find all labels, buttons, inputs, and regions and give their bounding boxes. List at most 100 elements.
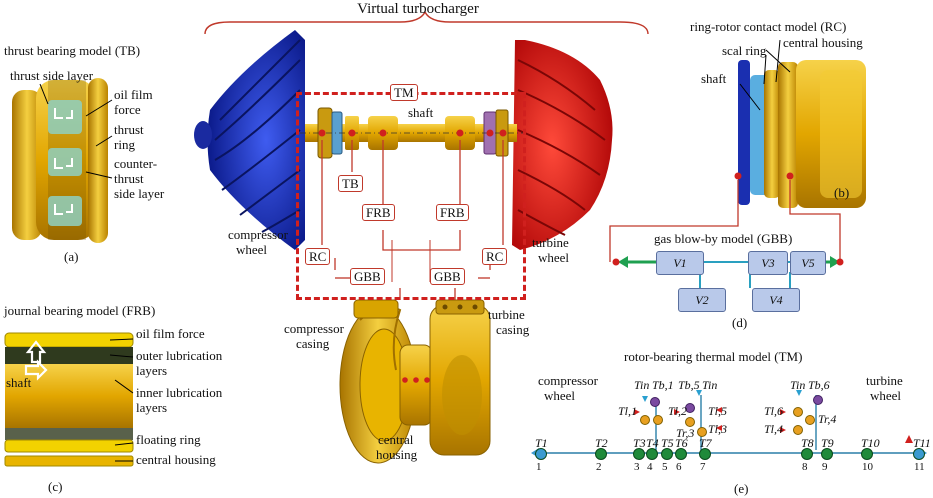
thermal-node-11 [913,448,925,460]
tr4-label: Tr,4 [818,412,837,426]
tb5-label: Tb,5 [678,378,700,392]
shaft-illustration [300,107,525,159]
central-housing-illustration [399,344,433,426]
thermal-node-number-7: 7 [700,461,706,473]
thermal-node-number-4: 4 [647,461,653,473]
panel-c-caption: (c) [48,479,63,494]
compressor-wheel-e-label-1: compressor [538,373,598,388]
panel-a-title: thrust bearing model (TB) [4,43,141,58]
panel-b-title: ring-rotor contact model (RC) [690,19,847,34]
thermal-node-temp-label-2: T2 [595,436,608,450]
counter-thrust-label-3: side layer [114,186,165,201]
counter-thrust-label-1: counter- [114,156,158,171]
tin-label-2: Tin [702,378,718,392]
counter-thrust-label-2: thrust [114,171,144,186]
thermal-node-temp-label-4: T4 [646,436,659,450]
thermal-node-10 [861,448,873,460]
tl2-label: Tl,2 [668,404,688,418]
thermal-node-number-5: 5 [662,461,668,473]
thermal-node-4 [646,448,658,460]
compressor-wheel-illustration [194,30,305,250]
thermal-node-temp-label-11: T11 [913,436,931,450]
thermal-node-temp-label-8: T8 [801,436,814,450]
journal-bearing-illustration [4,332,134,467]
frb-label-right: FRB [436,204,469,221]
thermal-network-markers [531,390,927,458]
thrust-ring-label-2: ring [114,137,135,152]
virtual-turbocharger-brace [204,10,649,35]
tb-label: TB [338,175,363,192]
tb1-label: Tb,1 [652,378,674,392]
gbb-label-left: GBB [350,268,385,285]
tl3-label: Tl,3 [708,422,728,436]
turbine-casing-illustration [429,299,491,456]
tl4-label: Tl,4 [764,422,784,436]
volume-v5: V5 [790,251,826,275]
oil-film-force-label: oil film force [136,326,205,341]
compressor-wheel-label-2: wheel [236,242,268,257]
thermal-node-number-1: 1 [536,461,542,473]
inner-lubrication-label-2: layers [136,400,168,415]
turbine-wheel-e-label-2: wheel [870,388,902,403]
thermal-node-8 [801,448,813,460]
thermal-node-number-8: 8 [802,461,808,473]
inner-lubrication-label-1: inner lubrication [136,385,223,400]
thermal-node-7 [699,448,711,460]
tin-label-3: Tin [790,378,806,392]
thermal-node-temp-label-6: T6 [675,436,688,450]
thrust-side-layer-label: thrust side layer [10,68,94,83]
turbine-wheel-e-label-1: turbine [866,373,903,388]
outer-lubrication-label-2: layers [136,363,168,378]
shaft-b-label: shaft [701,71,727,86]
compressor-wheel-e-label-2: wheel [544,388,576,403]
outer-lubrication-label-1: outer lubrication [136,348,223,363]
thermal-node-6 [675,448,687,460]
compressor-casing-illustration [339,299,417,464]
gbb-label-right: GBB [430,268,465,285]
turbine-casing-label-2: casing [496,322,530,337]
thermal-node-temp-label-7: T7 [699,436,712,450]
thrust-ring-label-1: thrust [114,122,144,137]
thermal-node-number-9: 9 [822,461,828,473]
scal-ring-label: scal ring [722,43,767,58]
tin-label-1: Tin [634,378,650,392]
shaft-c-label: shaft [6,375,32,390]
turbine-casing-label-1: turbine [488,307,525,322]
rc-label-right: RC [482,248,508,265]
force-label: force [114,102,141,117]
tr3-label: Tr,3 [676,426,695,440]
thermal-node-number-2: 2 [596,461,602,473]
thermal-node-temp-label-9: T9 [821,436,834,450]
turbine-wheel-label-2: wheel [538,250,570,265]
panel-c-title: journal bearing model (FRB) [4,303,156,318]
thermal-node-9 [821,448,833,460]
panel-d-caption: (d) [732,315,748,330]
turbine-wheel-label-1: turbine [532,235,569,250]
ring-rotor-contact-illustration [609,39,866,262]
volume-v1: V1 [656,251,704,275]
thermal-node-temp-label-5: T5 [661,436,674,450]
thermal-node-2 [595,448,607,460]
turbine-wheel-illustration [512,40,613,250]
thermal-node-number-10: 10 [862,461,873,473]
tl1-label: Tl,1 [618,404,638,418]
thermal-node-temp-label-10: T10 [861,436,880,450]
floating-ring-label: floating ring [136,432,201,447]
central-housing-label-2: housing [376,447,418,462]
thermal-node-temp-label-1: T1 [535,436,548,450]
tm-boundary [296,92,526,300]
central-housing-label-1: central [378,432,414,447]
panel-d-title: gas blow-by model (GBB) [654,231,793,246]
central-housing-b-label: central housing [783,35,863,50]
thermal-node-3 [633,448,645,460]
oil-film-label: oil film [114,87,153,102]
thermal-node-5 [661,448,673,460]
panel-e-caption: (e) [734,481,749,496]
frb-label-left: FRB [362,204,395,221]
virtual-turbocharger-title: Virtual turbocharger [357,1,479,17]
thermal-node-number-6: 6 [676,461,682,473]
thermal-node-number-3: 3 [634,461,640,473]
tl5-label: Tl,5 [708,404,728,418]
panel-a-caption: (a) [64,249,79,264]
